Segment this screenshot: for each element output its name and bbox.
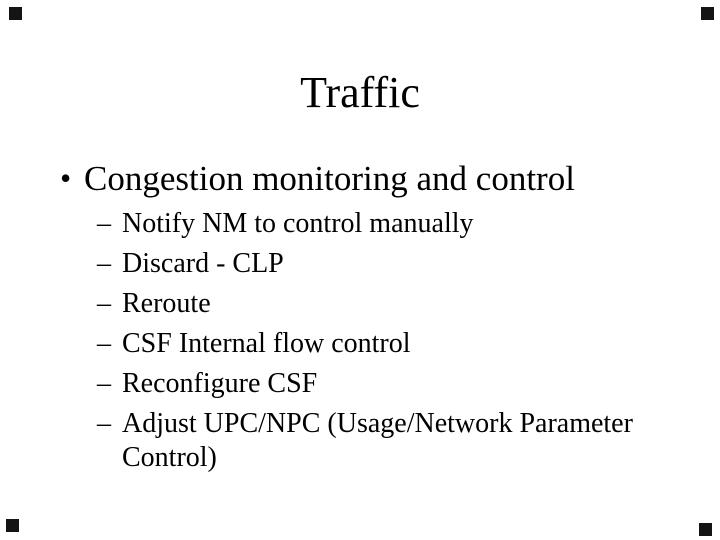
- sub-bullet-item: – Notify NM to control manually: [97, 207, 697, 247]
- sub-bullet-text: CSF Internal flow control: [122, 328, 411, 359]
- sub-bullet-text: Notify NM to control manually: [122, 208, 474, 239]
- corner-mark-top-left: [9, 7, 22, 20]
- corner-mark-top-right: [701, 7, 714, 20]
- sub-bullet-list: – Notify NM to control manually – Discar…: [97, 207, 697, 475]
- sub-bullet-item: – CSF Internal flow control: [97, 327, 697, 367]
- slide-title: Traffic: [300, 68, 420, 117]
- bullet-level1: • Congestion monitoring and control: [60, 159, 575, 198]
- corner-mark-bottom-left: [6, 519, 19, 532]
- sub-bullet-text: Reconfigure CSF: [122, 368, 318, 399]
- dash-marker: –: [97, 368, 111, 399]
- sub-bullet-item: – Discard - CLP: [97, 247, 697, 287]
- sub-bullet-text: Discard - CLP: [122, 248, 284, 279]
- dash-marker: –: [97, 408, 111, 439]
- dash-marker: –: [97, 288, 111, 319]
- bullet-level1-text: Congestion monitoring and control: [84, 159, 575, 198]
- dash-marker: –: [97, 248, 111, 279]
- corner-mark-bottom-right: [699, 523, 712, 536]
- dash-marker: –: [97, 328, 111, 359]
- dash-marker: –: [97, 208, 111, 239]
- bullet-dot-icon: •: [60, 160, 72, 196]
- sub-bullet-item: – Adjust UPC/NPC (Usage/Network Paramete…: [97, 407, 697, 475]
- sub-bullet-item: – Reconfigure CSF: [97, 367, 697, 407]
- sub-bullet-text: Adjust UPC/NPC (Usage/Network Parameter …: [122, 408, 633, 473]
- sub-bullet-item: – Reroute: [97, 287, 697, 327]
- sub-bullet-text: Reroute: [122, 288, 211, 319]
